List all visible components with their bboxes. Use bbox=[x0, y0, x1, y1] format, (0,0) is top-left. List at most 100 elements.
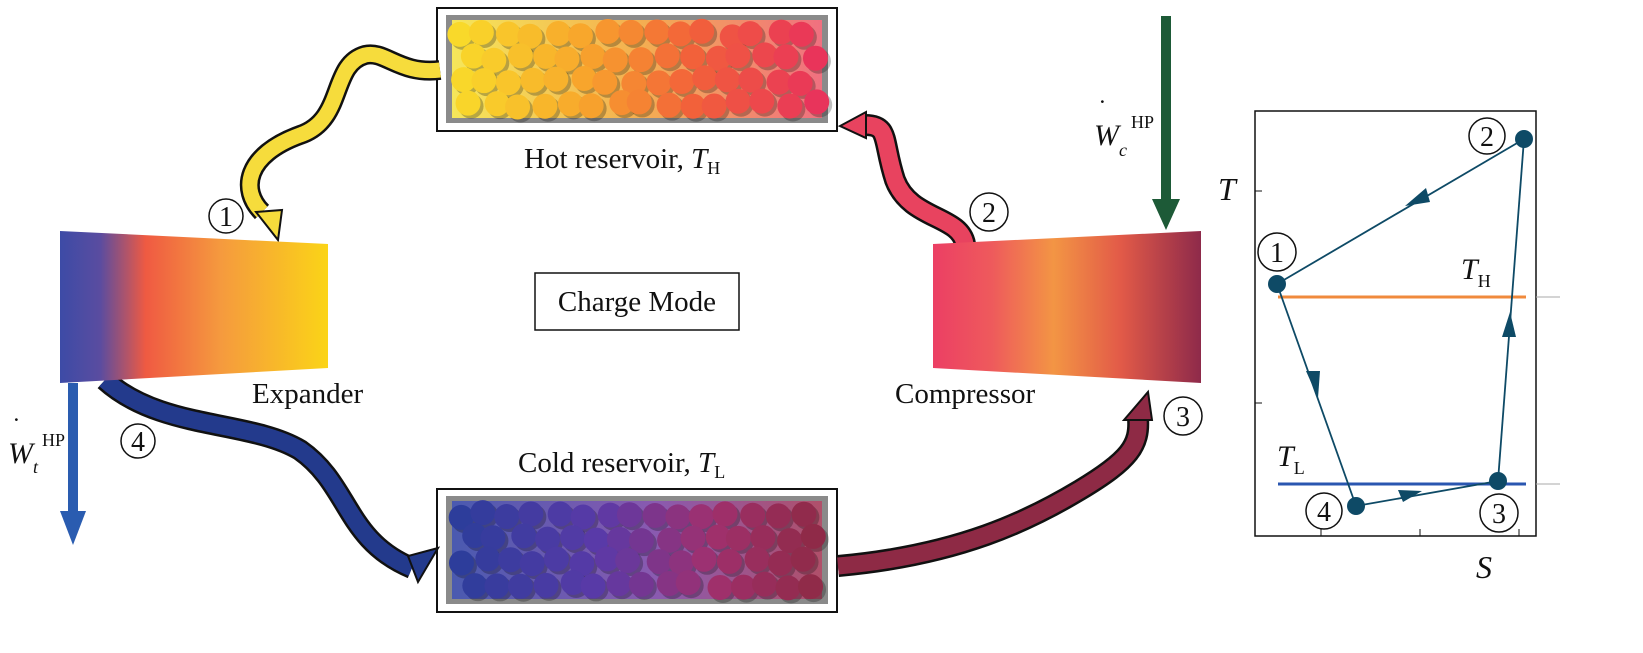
particle bbox=[675, 570, 701, 596]
ts-arrow-4-3 bbox=[1398, 490, 1422, 502]
compressor-label: Compressor bbox=[895, 378, 1036, 410]
particle bbox=[505, 94, 531, 120]
particle bbox=[571, 65, 597, 91]
particle bbox=[802, 45, 828, 71]
cold-reservoir bbox=[436, 488, 838, 613]
particle bbox=[484, 573, 510, 599]
particle bbox=[547, 501, 573, 527]
particle bbox=[533, 43, 559, 69]
expander-label: Expander bbox=[252, 378, 363, 410]
particle bbox=[520, 67, 546, 93]
particle bbox=[725, 88, 751, 114]
particle bbox=[642, 503, 668, 529]
particle bbox=[740, 502, 766, 528]
cold-reservoir-label: Cold reservoir, TL bbox=[518, 447, 725, 482]
particle bbox=[767, 550, 793, 576]
particle bbox=[462, 523, 488, 549]
ts-y-axis-label: T bbox=[1218, 171, 1238, 207]
hot-to-expander-arrowhead bbox=[254, 208, 284, 243]
particle bbox=[511, 523, 537, 549]
particle bbox=[768, 19, 794, 45]
ts-process-2-1 bbox=[1276, 138, 1525, 285]
particle bbox=[580, 43, 606, 69]
svg-text:2: 2 bbox=[1480, 122, 1494, 153]
particle bbox=[707, 574, 733, 600]
compressor bbox=[933, 231, 1201, 383]
state-4-marker: 4 bbox=[120, 423, 156, 459]
mode-label: Charge Mode bbox=[558, 286, 716, 318]
particle bbox=[646, 70, 672, 96]
svg-text:1: 1 bbox=[219, 202, 233, 233]
particle bbox=[716, 548, 742, 574]
particle bbox=[665, 504, 691, 530]
particle bbox=[475, 546, 501, 572]
particle bbox=[471, 68, 497, 94]
particle bbox=[765, 503, 791, 529]
particle bbox=[657, 527, 683, 553]
particle bbox=[618, 19, 644, 45]
particle bbox=[595, 18, 621, 44]
ts-point-4 bbox=[1347, 497, 1365, 515]
expander-to-cold-flow bbox=[97, 371, 441, 585]
svg-text:3: 3 bbox=[1176, 402, 1190, 433]
particle bbox=[787, 70, 813, 96]
particle bbox=[554, 46, 580, 72]
particle bbox=[725, 525, 751, 551]
particle bbox=[567, 23, 593, 49]
particle bbox=[667, 21, 693, 47]
particle bbox=[495, 21, 521, 47]
particle bbox=[594, 546, 620, 572]
particle bbox=[545, 20, 571, 46]
particle bbox=[701, 93, 727, 119]
ts-arrow-2-1 bbox=[1405, 188, 1430, 206]
particle bbox=[626, 89, 652, 115]
particle bbox=[507, 573, 533, 599]
particle bbox=[777, 528, 803, 554]
particle bbox=[535, 526, 561, 552]
particle bbox=[560, 525, 586, 551]
particle bbox=[680, 525, 706, 551]
compressor-to-hot-flow bbox=[837, 110, 976, 248]
expander bbox=[60, 231, 328, 383]
ts-x-axis-label: S bbox=[1476, 549, 1492, 585]
svg-text:4: 4 bbox=[1317, 497, 1331, 528]
particle bbox=[628, 528, 654, 554]
particle bbox=[484, 91, 510, 117]
particle bbox=[738, 67, 764, 93]
particle bbox=[451, 67, 477, 93]
ts-process-4-3 bbox=[1355, 480, 1499, 507]
ts-process-3-2 bbox=[1497, 138, 1525, 482]
ts-label-3: 3 bbox=[1479, 493, 1519, 533]
ts-point-1 bbox=[1268, 275, 1286, 293]
particle bbox=[692, 65, 718, 91]
particle bbox=[628, 47, 654, 73]
particle bbox=[712, 501, 738, 527]
hot-reservoir-particles bbox=[447, 18, 833, 123]
particle bbox=[628, 571, 654, 597]
particle bbox=[580, 573, 606, 599]
expander-to-cold-arrowhead bbox=[406, 546, 441, 585]
particle bbox=[775, 575, 801, 601]
particle bbox=[725, 43, 751, 69]
cold-reservoir-particles bbox=[448, 500, 829, 604]
particle bbox=[680, 93, 706, 119]
mode-label-box bbox=[534, 272, 740, 331]
particle bbox=[495, 70, 521, 96]
particle bbox=[592, 69, 618, 95]
compressor-work-dot: ˙ bbox=[1098, 95, 1107, 124]
particle bbox=[533, 572, 559, 598]
particle bbox=[705, 45, 731, 71]
particle bbox=[519, 551, 545, 577]
particle bbox=[646, 549, 672, 575]
particle bbox=[615, 548, 641, 574]
svg-text:2: 2 bbox=[982, 198, 996, 229]
particle bbox=[606, 526, 632, 552]
particle bbox=[752, 42, 778, 68]
state-3-marker: 3 bbox=[1163, 396, 1203, 436]
particle bbox=[705, 524, 731, 550]
particle bbox=[766, 69, 792, 95]
particle bbox=[752, 571, 778, 597]
ts-label-2: 2 bbox=[1468, 117, 1506, 155]
turbine-work-dot: ˙ bbox=[12, 413, 21, 442]
